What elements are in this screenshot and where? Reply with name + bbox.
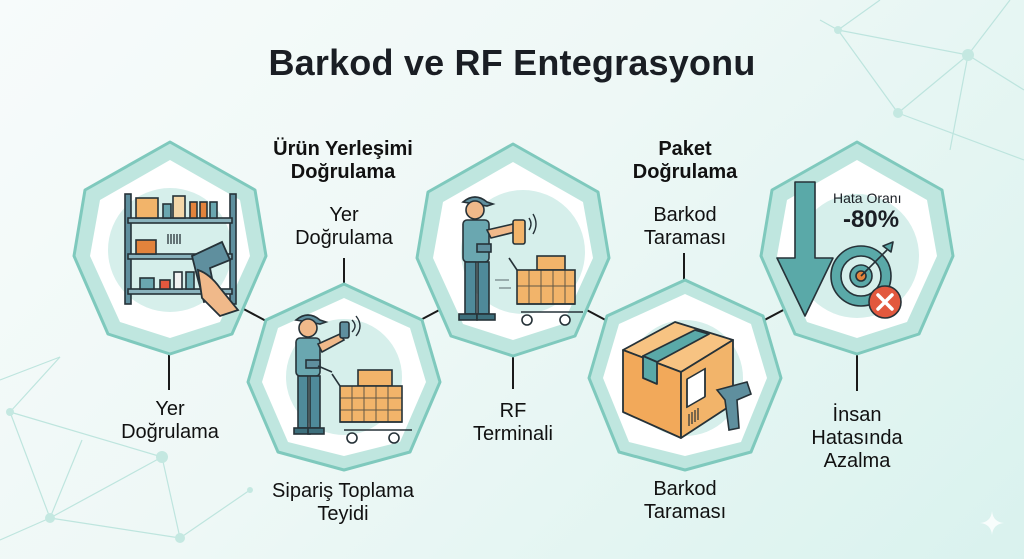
error-rate-title: Hata Oranı <box>833 190 902 206</box>
node-order-picking <box>244 282 444 472</box>
node-package-scan-top-label: Barkod Taraması <box>643 204 727 249</box>
connector-line <box>683 253 685 283</box>
node-order-picking-top-label: Yer Doğrulama <box>295 204 393 249</box>
connector-line <box>512 356 514 389</box>
node-rf-terminal-label: RF Terminali <box>472 400 554 445</box>
node-error-reduction-label: İnsan Hatasında Azalma <box>811 404 903 472</box>
error-rate-down-target-icon <box>776 181 902 319</box>
worker-cart-scan-icon <box>293 314 412 444</box>
node-package-scan-heading: Paket Doğrulama <box>632 138 738 183</box>
connector-line <box>856 353 858 391</box>
node-package-scan-bottom-label: Barkod Taraması <box>643 478 727 523</box>
node-package-scan <box>585 278 785 473</box>
sparkle-icon <box>980 511 1004 535</box>
connector-line <box>168 355 170 390</box>
error-rate-value: -80% <box>843 206 900 233</box>
shelf-barcode-scan-icon <box>124 193 240 318</box>
node-shelf-scan-label: Yer Doğrulama <box>121 398 219 443</box>
node-order-picking-heading: Ürün Yerleşimi Doğrulama <box>273 138 413 183</box>
node-error-reduction: Hata Oranı -80% <box>757 138 957 358</box>
node-shelf-scan <box>70 138 270 358</box>
connector-line <box>343 258 345 286</box>
page-title: Barkod ve RF Entegrasyonu <box>268 42 756 83</box>
node-order-picking-bottom-label: Sipariş Toplama Teyidi <box>272 480 414 525</box>
worker-rf-terminal-icon <box>458 196 583 326</box>
node-rf-terminal <box>413 140 613 360</box>
package-barcode-scanner-icon <box>622 321 752 439</box>
